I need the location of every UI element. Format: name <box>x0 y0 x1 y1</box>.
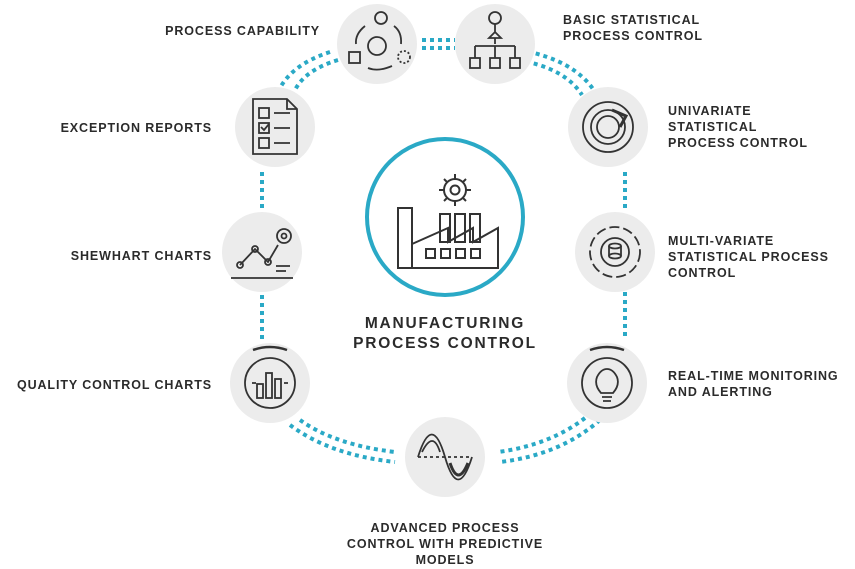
node-process-capability <box>337 4 417 84</box>
circular-gauge-icon <box>582 101 634 153</box>
node-circle <box>222 212 302 292</box>
factory-gear-icon <box>397 174 499 269</box>
label-realtime: REAL-TIME MONITORING AND ALERTING <box>668 368 839 400</box>
node-circle <box>575 212 655 292</box>
node-circle <box>568 87 648 167</box>
connector-bottom-left-inner <box>298 418 396 454</box>
connectors <box>260 38 627 464</box>
connector-bottom-right <box>499 418 602 464</box>
connector-bottom-right-inner <box>497 416 587 454</box>
label-line: ADVANCED PROCESS <box>370 521 520 535</box>
label-line: AND ALERTING <box>668 385 773 399</box>
node-shewhart <box>222 212 302 292</box>
center-ring <box>365 137 525 297</box>
label-multivariate-spc: MULTI-VARIATE STATISTICAL PROCESS CONTRO… <box>668 233 829 281</box>
node-advanced <box>405 417 485 497</box>
node-exception <box>235 87 315 167</box>
bar-chart-icon <box>244 345 296 409</box>
label-line: PROCESS CONTROL <box>668 136 808 150</box>
lightbulb-icon <box>581 345 633 409</box>
label-advanced: ADVANCED PROCESS CONTROL WITH PREDICTIVE… <box>340 520 550 568</box>
line-chart-gear-icon <box>231 228 293 279</box>
segmented-ring-icon <box>589 226 641 278</box>
label-univariate-spc: UNIVARIATE STATISTICAL PROCESS CONTROL <box>668 103 808 151</box>
center-hub <box>365 137 525 297</box>
label-line: MULTI-VARIATE <box>668 234 775 248</box>
connector-bottom-left <box>288 423 396 464</box>
connector-top-left <box>276 50 331 93</box>
node-multivariate-spc <box>575 212 655 292</box>
label-line: REAL-TIME MONITORING <box>668 369 839 383</box>
label-line: UNIVARIATE <box>668 104 752 118</box>
node-circle <box>230 343 310 423</box>
checklist-document-icon <box>252 98 298 155</box>
label-line: MODELS <box>415 553 475 567</box>
label-shewhart: SHEWHART CHARTS <box>71 248 212 264</box>
wave-curve-icon <box>417 433 473 481</box>
node-circle <box>337 4 417 84</box>
label-line: STATISTICAL PROCESS <box>668 250 829 264</box>
label-line: STATISTICAL <box>668 120 758 134</box>
label-line: PROCESS CAPABILITY <box>165 24 320 38</box>
label-line: QUALITY CONTROL CHARTS <box>16 378 212 392</box>
center-title-line2: PROCESS CONTROL <box>353 335 537 352</box>
node-univariate-spc <box>568 87 648 167</box>
label-line: CONTROL WITH PREDICTIVE <box>346 537 544 551</box>
label-line: EXCEPTION REPORTS <box>60 121 212 135</box>
label-line: BASIC STATISTICAL <box>563 13 701 27</box>
label-qc-charts: QUALITY CONTROL CHARTS <box>17 377 212 393</box>
node-qc-charts <box>230 343 310 423</box>
node-circle <box>567 343 647 423</box>
label-line: CONTROL <box>668 266 737 280</box>
center-title: MANUFACTURING PROCESS CONTROL <box>330 314 560 354</box>
connector-top-left-inner <box>293 58 339 91</box>
cycle-process-icon <box>348 11 411 71</box>
label-exception: EXCEPTION REPORTS <box>61 120 212 136</box>
center-title-line1: MANUFACTURING <box>364 315 526 332</box>
label-basic-spc: BASIC STATISTICAL PROCESS CONTROL <box>563 12 703 44</box>
node-realtime <box>567 343 647 423</box>
label-line: SHEWHART CHARTS <box>70 249 212 263</box>
hierarchy-flow-icon <box>469 11 521 69</box>
label-line: PROCESS CONTROL <box>563 29 703 43</box>
label-process-capability: PROCESS CAPABILITY <box>165 23 320 39</box>
node-basic-spc <box>455 4 535 84</box>
